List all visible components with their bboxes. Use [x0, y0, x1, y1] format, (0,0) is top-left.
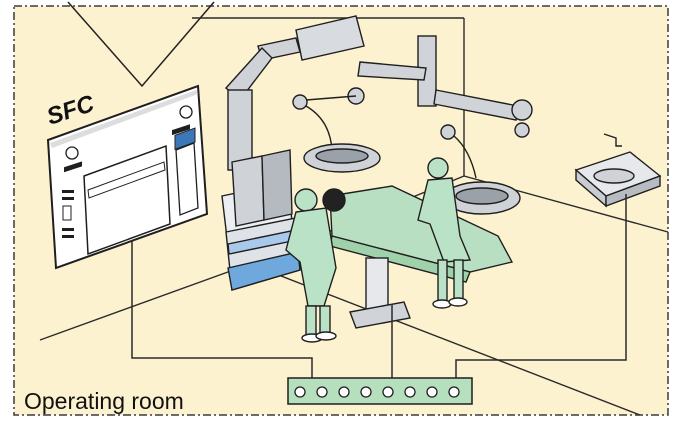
hub-port-7 — [427, 387, 437, 397]
panel-side-column — [176, 143, 198, 215]
hub-port-6 — [405, 387, 415, 397]
hub-port-3 — [339, 387, 349, 397]
panel-knob-1 — [66, 147, 78, 159]
room-label: Operating room — [24, 388, 184, 414]
hub-port-8 — [449, 387, 459, 397]
hub-port-4 — [361, 387, 371, 397]
panel-knob-2 — [180, 106, 192, 118]
hub-port-1 — [295, 387, 305, 397]
network-hub — [288, 378, 472, 404]
hub-port-2 — [317, 387, 327, 397]
hub-port-5 — [383, 387, 393, 397]
